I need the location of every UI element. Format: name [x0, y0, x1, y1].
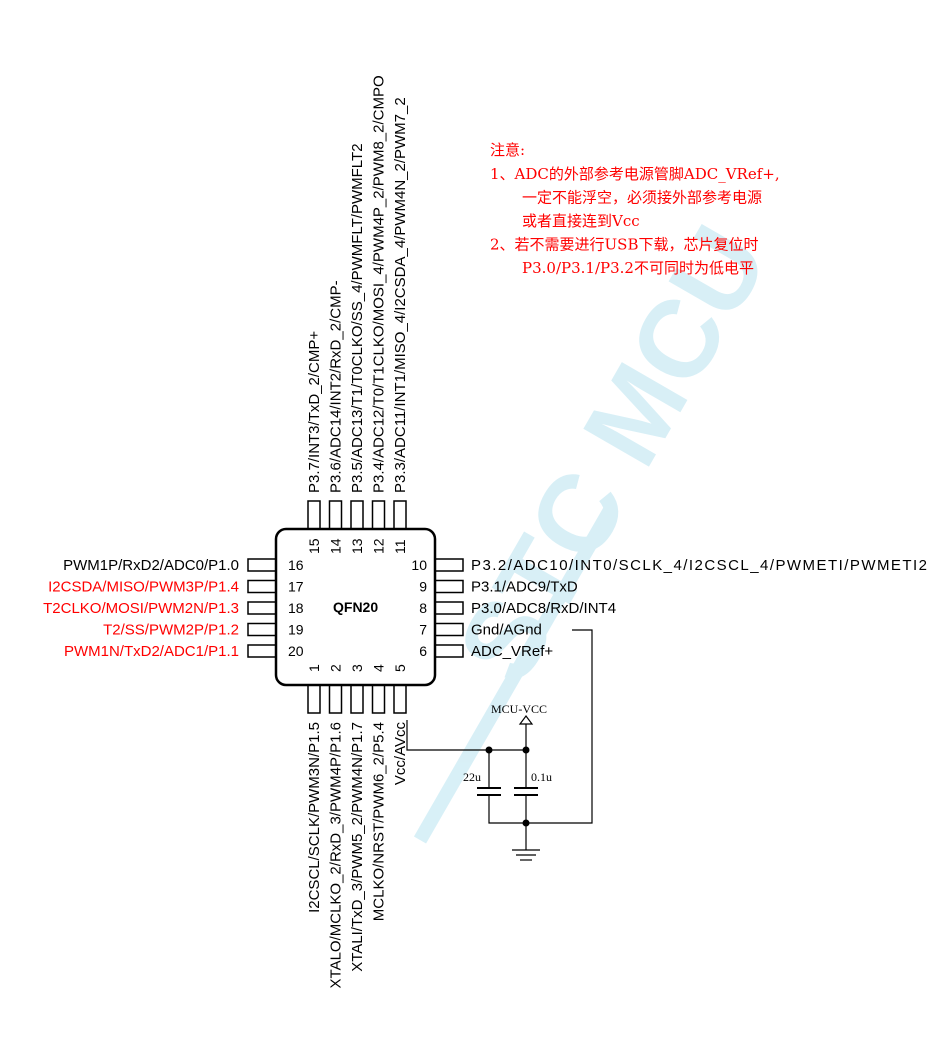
- pin-label: P3.3/ADC11/INT1/MISO_4/I2CSDA_4/PWM4N_2/…: [392, 97, 409, 493]
- pin-number: 20: [288, 643, 304, 659]
- pin-label: P3.2/ADC10/INT0/SCLK_4/I2CSCL_4/PWMETI/P…: [471, 557, 927, 574]
- pin-label: I2CSCL/SCLK/PWM3N/P1.5: [306, 722, 323, 913]
- pin-pad: [393, 684, 407, 714]
- pin-pad: [350, 500, 364, 530]
- pin-number: 4: [371, 664, 387, 672]
- pin-number: 1: [306, 664, 322, 672]
- pin-label: T2/SS/PWM2P/P1.2: [103, 622, 239, 639]
- pin-label: I2CSDA/MISO/PWM3P/P1.4: [48, 579, 239, 596]
- notes-block: 注意: 1、ADC的外部参考电源管脚ADC_VRef+, 一定不能浮空，必须接外部…: [490, 141, 780, 277]
- pin-number: 9: [419, 579, 427, 595]
- pin-number: 15: [306, 538, 322, 554]
- pin-pad: [371, 684, 386, 714]
- pin-number: 3: [349, 664, 365, 672]
- pin-label: P3.4/ADC12/T0/T1CLKO/MOSI_4/PWM4P_2/PWM8…: [371, 75, 388, 493]
- pin-number: 14: [328, 538, 344, 554]
- pin-pad: [328, 684, 343, 714]
- junction-dot: [522, 819, 530, 827]
- watermark: STC MCU: [413, 207, 791, 844]
- note-line: 一定不能浮空，必须接外部参考电源: [522, 189, 762, 207]
- pin-label: ADC_VRef+: [471, 643, 553, 660]
- pin-number: 13: [349, 538, 365, 554]
- pin-pad: [307, 684, 321, 714]
- pin-number: 16: [288, 557, 304, 573]
- pin-number: 2: [328, 664, 344, 672]
- pin-pad: [434, 601, 464, 615]
- junction-dots: [485, 746, 530, 827]
- junction-dot: [522, 746, 530, 754]
- note-line: 2、若不需要进行USB下载，芯片复位时: [490, 236, 759, 254]
- pin-label: Gnd/AGnd: [471, 622, 542, 639]
- pin-pad: [247, 644, 277, 658]
- pin-number: 19: [288, 622, 304, 638]
- vcc-supply-arrow: [518, 715, 534, 725]
- right-pin-group: 10 P3.2/ADC10/INT0/SCLK_4/I2CSCL_4/PWMETI…: [411, 557, 927, 660]
- note-line: 1、ADC的外部参考电源管脚ADC_VRef+,: [490, 165, 780, 183]
- notes-title: 注意:: [490, 141, 525, 159]
- pin-pad: [434, 622, 464, 637]
- top-pin-group: 15 P3.7/INT3/TxD_2/CMP+ 14 P3.6/ADC14/INT2/…: [306, 75, 409, 554]
- gnd-wire: [526, 629, 593, 824]
- pin-pad: [247, 622, 277, 637]
- pin-label: P3.5/ADC13/T1/T0CLKO/SS_4/PWMFLT/PWMFLT2: [349, 143, 366, 493]
- pin-pad: [393, 500, 407, 530]
- pin-number: 6: [419, 643, 427, 659]
- vcc-supply-label: MCU-VCC: [491, 702, 547, 716]
- power-circuit: [406, 629, 593, 861]
- pin-pad: [307, 500, 321, 530]
- pin-label: P3.0/ADC8/RxD/INT4: [471, 600, 616, 617]
- pin-label: XTALO/MCLKO_2/RxD_3/PWM4P/P1.6: [328, 722, 345, 988]
- pin-label: Vcc/AVcc: [392, 722, 409, 786]
- pin-label: PWM1N/TxD2/ADC1/P1.1: [64, 643, 239, 660]
- cap1-bottom-wire: [488, 795, 526, 824]
- pin-label: PWM1P/RxD2/ADC0/P1.0: [63, 557, 239, 574]
- pin-pad: [247, 558, 277, 572]
- pin-number: 7: [419, 622, 427, 638]
- pin-label: P3.6/ADC14/INT2/RxD_2/CMP-: [328, 280, 345, 493]
- cap2-label: 0.1u: [531, 770, 552, 784]
- pin-pad: [247, 579, 277, 594]
- pin-label: T2CLKO/MOSI/PWM2N/P1.3: [43, 600, 239, 617]
- pin-number: 12: [371, 538, 387, 554]
- left-pin-group: 16 PWM1P/RxD2/ADC0/P1.0 17 I2CSDA/MISO/PWM3…: [43, 557, 304, 660]
- pin-label: MCLKO/NRST/PWM6_2/P5.4: [371, 722, 388, 921]
- pin-pad: [247, 601, 277, 615]
- pin-label: P3.7/INT3/TxD_2/CMP+: [306, 331, 323, 493]
- pin-number: 10: [411, 557, 427, 573]
- pin-pad: [328, 500, 343, 530]
- junction-dot: [485, 746, 493, 754]
- cap1-label: 22u: [463, 770, 481, 784]
- pin-pad: [434, 558, 464, 572]
- pin-pad: [371, 500, 386, 530]
- pin-pad: [350, 684, 364, 714]
- pin-number: 18: [288, 600, 304, 616]
- pin-number: 17: [288, 579, 304, 595]
- pin-label: P3.1/ADC9/TxD: [471, 579, 578, 596]
- pin-label: XTALI/TxD_3/PWM5_2/PWM4N/P1.7: [349, 722, 366, 972]
- pin-pad: [434, 644, 464, 658]
- pin-number: 5: [392, 664, 408, 672]
- chip-package-label: QFN20: [333, 599, 378, 615]
- note-line: 或者直接连到Vcc: [522, 212, 640, 230]
- pin-pad: [434, 579, 464, 594]
- note-line: P3.0/P3.1/P3.2不可同时为低电平: [522, 259, 754, 277]
- pin-number: 8: [419, 600, 427, 616]
- pin-number: 11: [392, 539, 408, 554]
